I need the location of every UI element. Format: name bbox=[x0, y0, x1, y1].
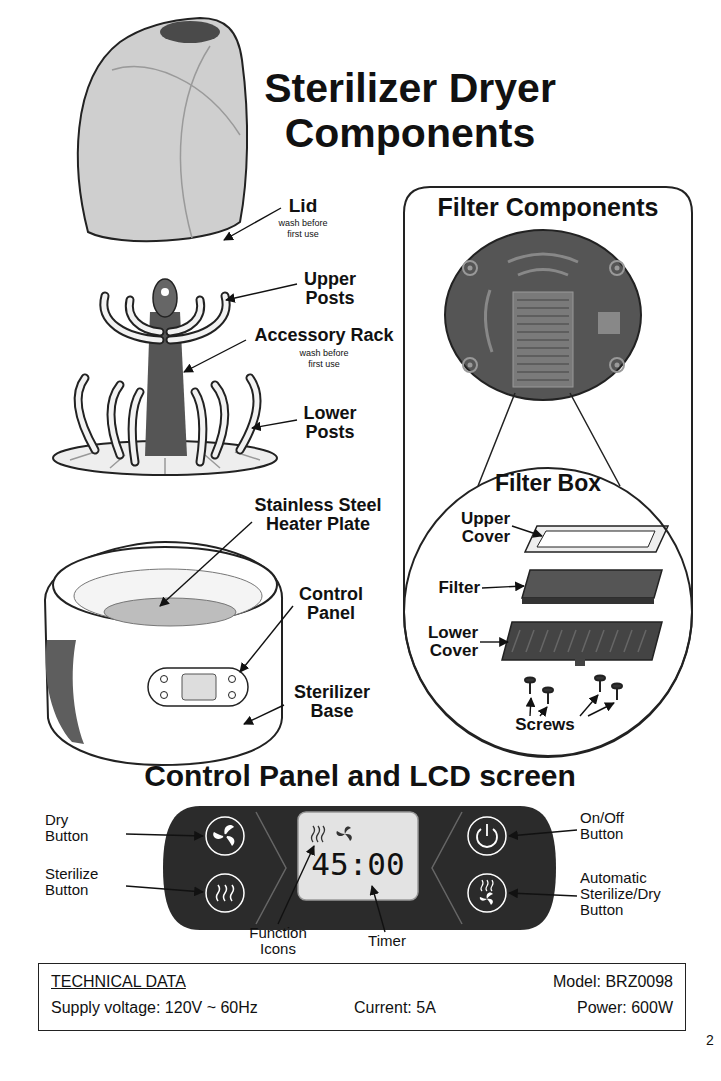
rack-drawing bbox=[53, 279, 277, 475]
part-name: Upper Posts bbox=[293, 270, 367, 309]
part-name: Lower Cover bbox=[406, 624, 478, 661]
callout-label: Function Icons bbox=[240, 925, 316, 957]
base-drawing bbox=[45, 542, 282, 765]
filter-panel: Filter ComponentsFilter Box bbox=[403, 186, 693, 758]
node-text: Model: BRZ0098 bbox=[553, 973, 673, 990]
part-name: Control Panel bbox=[290, 585, 372, 624]
node-text: Power: 600W bbox=[577, 999, 673, 1016]
part-note: wash before first use bbox=[295, 348, 353, 370]
section-heading: Control Panel and LCD screen bbox=[40, 760, 680, 792]
button-label: Dry Button bbox=[45, 812, 101, 844]
outline-path bbox=[404, 468, 692, 756]
lid-drawing bbox=[78, 18, 247, 241]
filter-box-circle: Filter Box bbox=[403, 467, 693, 757]
node-heading: 45:00 bbox=[298, 848, 418, 881]
button-label: Automatic Sterilize/Dry Button bbox=[580, 870, 684, 919]
page-number: 2 bbox=[706, 1033, 720, 1048]
data-box: TECHNICAL DATA Supply voltage: 120V ~ 60H… bbox=[38, 963, 686, 1031]
part-name: Lower Posts bbox=[293, 404, 367, 443]
node-text: Current: 5A bbox=[354, 999, 436, 1016]
filter-drawing bbox=[445, 230, 668, 704]
button-label: Sterilize Button bbox=[45, 866, 117, 898]
part-name: Lid bbox=[281, 196, 325, 217]
node-outline bbox=[403, 467, 693, 757]
callout-label: Timer bbox=[360, 933, 414, 949]
part-name: Screws bbox=[500, 716, 590, 734]
leader-lines bbox=[126, 208, 614, 932]
part-name: Accessory Rack bbox=[236, 326, 412, 345]
part-note: wash before first use bbox=[274, 218, 332, 240]
part-name: Stainless Steel Heater Plate bbox=[243, 496, 393, 535]
control-panel-drawing bbox=[163, 806, 556, 930]
node-heading: TECHNICAL DATA bbox=[51, 973, 186, 990]
outline-path bbox=[404, 187, 692, 757]
part-name: Sterilizer Base bbox=[283, 683, 381, 722]
part-name: Upper Cover bbox=[436, 510, 510, 547]
node-heading: Filter Components bbox=[403, 194, 693, 221]
page-title: Sterilizer Dryer Components bbox=[240, 66, 580, 156]
part-name: Filter bbox=[418, 579, 480, 597]
button-label: On/Off Button bbox=[580, 810, 642, 842]
node-heading: Filter Box bbox=[403, 471, 693, 496]
lcd-screen: 45:00 bbox=[298, 812, 418, 900]
node-text: Supply voltage: 120V ~ 60Hz bbox=[51, 999, 258, 1016]
